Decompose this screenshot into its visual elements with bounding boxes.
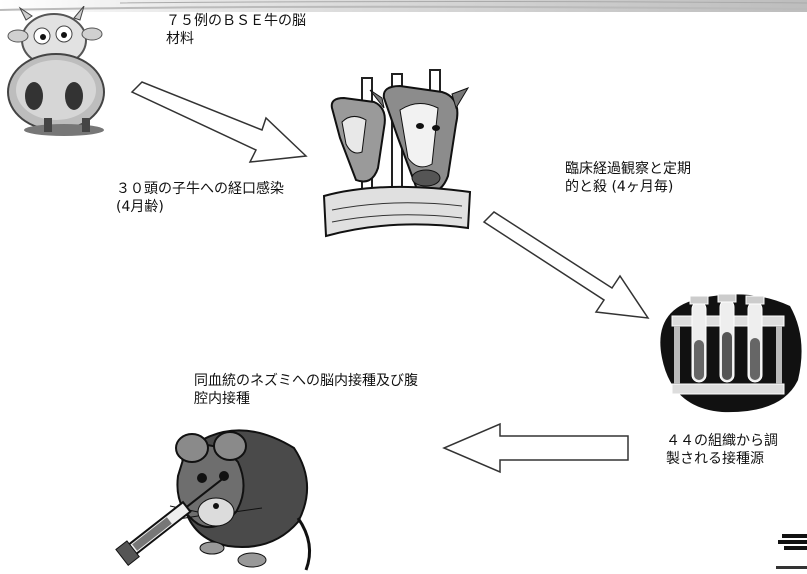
header-band xyxy=(0,0,807,12)
arrow-cow-to-calves xyxy=(130,81,308,163)
calves-icon xyxy=(322,69,472,238)
logo-fragment xyxy=(776,534,807,569)
cartoon-cow-icon xyxy=(7,6,105,136)
arrow-calves-to-tubes xyxy=(482,211,650,319)
step1-label: ７５例のＢＳＥ牛の脳 材料 xyxy=(166,13,306,47)
step4-label: ４４の組織から調 製される接種源 xyxy=(666,433,778,467)
test-tube-rack-icon xyxy=(660,293,802,413)
mouse-syringe-icon xyxy=(115,429,312,571)
arrow-tubes-to-mouse xyxy=(442,422,629,474)
step2-label: ３０頭の子牛への経口感染 (4月齢) xyxy=(116,181,284,215)
step3-label: 臨床経過観察と定期 的と殺 (4ヶ月毎) xyxy=(565,161,691,195)
step5-label: 同血統のネズミへの脳内接種及び腹 腔内接種 xyxy=(194,373,418,407)
